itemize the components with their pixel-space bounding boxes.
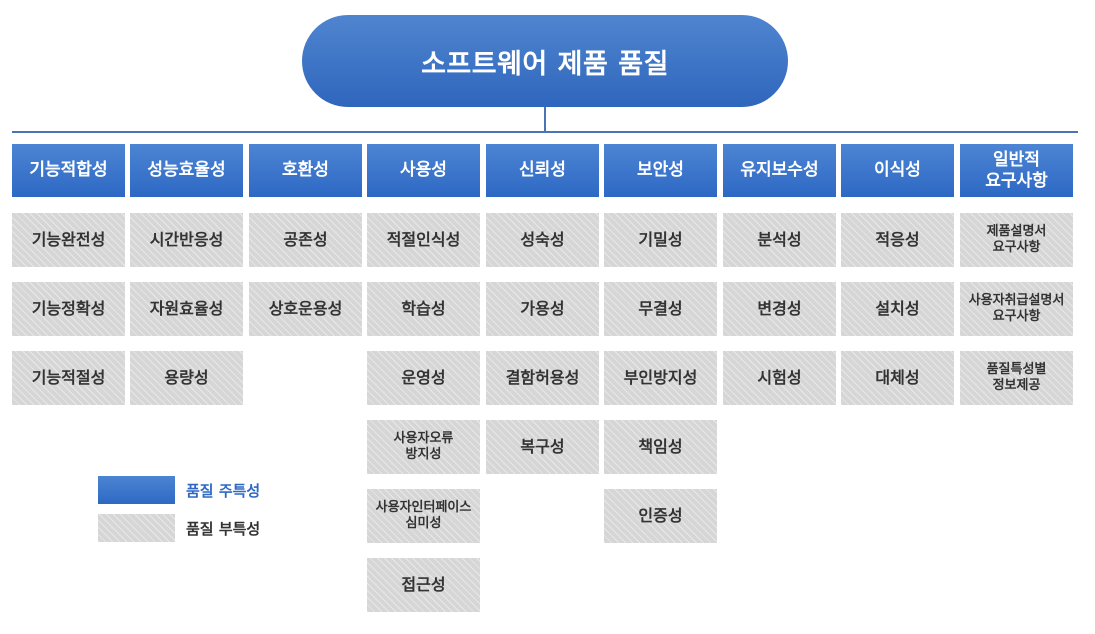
sub-characteristic: 기밀성 bbox=[604, 213, 717, 267]
primary-characteristic: 기능적합성 bbox=[12, 144, 125, 197]
root-node: 소프트웨어 제품 품질 bbox=[302, 15, 788, 107]
sub-characteristic: 용량성 bbox=[130, 351, 243, 405]
primary-characteristic: 이식성 bbox=[841, 144, 954, 197]
sub-characteristic: 대체성 bbox=[841, 351, 954, 405]
sub-characteristic: 결함허용성 bbox=[486, 351, 599, 405]
sub-characteristic: 시간반응성 bbox=[130, 213, 243, 267]
primary-characteristic: 보안성 bbox=[604, 144, 717, 197]
sub-characteristic: 기능완전성 bbox=[12, 213, 125, 267]
connector-horizontal bbox=[12, 131, 1078, 133]
sub-characteristic: 적응성 bbox=[841, 213, 954, 267]
legend-secondary-swatch bbox=[98, 514, 175, 542]
legend-primary-label: 품질 주특성 bbox=[186, 482, 261, 500]
sub-characteristic: 자원효율성 bbox=[130, 282, 243, 336]
sub-characteristic: 운영성 bbox=[367, 351, 480, 405]
sub-characteristic: 인증성 bbox=[604, 489, 717, 543]
sub-characteristic: 사용자취급설명서 요구사항 bbox=[960, 282, 1073, 336]
sub-characteristic: 공존성 bbox=[249, 213, 362, 267]
primary-characteristic: 사용성 bbox=[367, 144, 480, 197]
primary-characteristic: 일반적 요구사항 bbox=[960, 144, 1073, 197]
sub-characteristic: 복구성 bbox=[486, 420, 599, 474]
legend-secondary-label: 품질 부특성 bbox=[186, 520, 261, 538]
sub-characteristic: 기능적절성 bbox=[12, 351, 125, 405]
connector-vertical bbox=[544, 107, 546, 132]
sub-characteristic: 성숙성 bbox=[486, 213, 599, 267]
sub-characteristic: 부인방지성 bbox=[604, 351, 717, 405]
sub-characteristic: 가용성 bbox=[486, 282, 599, 336]
sub-characteristic: 제품설명서 요구사항 bbox=[960, 213, 1073, 267]
sub-characteristic: 접근성 bbox=[367, 558, 480, 612]
primary-characteristic: 성능효율성 bbox=[130, 144, 243, 197]
primary-characteristic: 유지보수성 bbox=[723, 144, 836, 197]
sub-characteristic: 기능정확성 bbox=[12, 282, 125, 336]
sub-characteristic: 분석성 bbox=[723, 213, 836, 267]
sub-characteristic: 변경성 bbox=[723, 282, 836, 336]
sub-characteristic: 시험성 bbox=[723, 351, 836, 405]
sub-characteristic: 설치성 bbox=[841, 282, 954, 336]
sub-characteristic: 무결성 bbox=[604, 282, 717, 336]
sub-characteristic: 적절인식성 bbox=[367, 213, 480, 267]
legend-primary-swatch bbox=[98, 476, 175, 504]
primary-characteristic: 호환성 bbox=[249, 144, 362, 197]
sub-characteristic: 책임성 bbox=[604, 420, 717, 474]
primary-characteristic: 신뢰성 bbox=[486, 144, 599, 197]
sub-characteristic: 품질특성별 정보제공 bbox=[960, 351, 1073, 405]
sub-characteristic: 사용자오류 방지성 bbox=[367, 420, 480, 474]
sub-characteristic: 학습성 bbox=[367, 282, 480, 336]
sub-characteristic: 사용자인터페이스 심미성 bbox=[367, 489, 480, 543]
sub-characteristic: 상호운용성 bbox=[249, 282, 362, 336]
